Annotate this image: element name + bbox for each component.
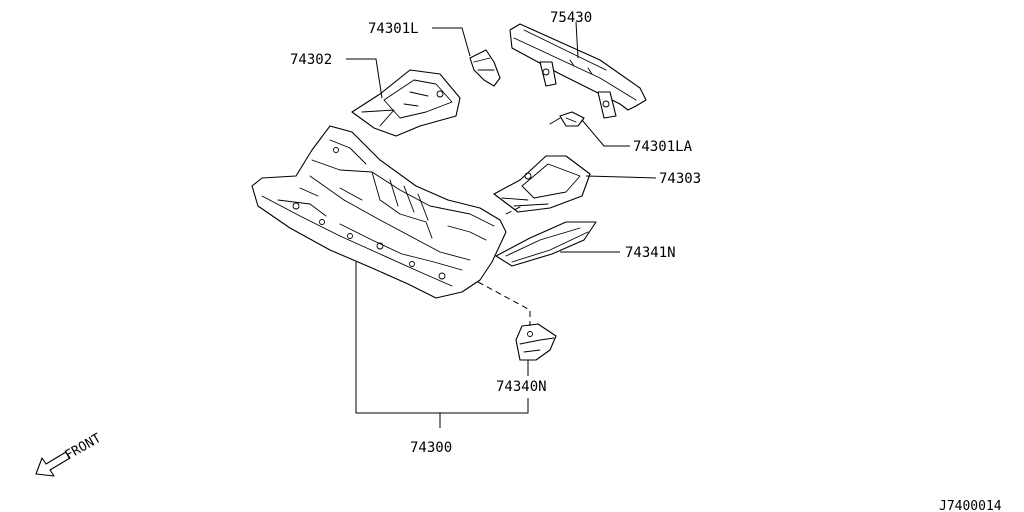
- label-74301L: 74301L: [368, 21, 419, 37]
- part-74303-floor-panel[interactable]: [493, 155, 591, 213]
- label-74341N: 74341N: [625, 245, 676, 261]
- reference-code: J7400014: [939, 499, 1002, 512]
- part-74300-main-floor-panel[interactable]: [251, 125, 507, 299]
- label-74340N: 74340N: [496, 379, 547, 395]
- label-74303: 74303: [659, 171, 701, 187]
- part-75430-cross-member[interactable]: [509, 23, 647, 119]
- label-74300: 74300: [410, 440, 452, 456]
- part-74301LA-bracket[interactable]: [549, 111, 585, 127]
- front-arrow-icon: [35, 451, 71, 477]
- leader-lines: [346, 21, 657, 428]
- label-74302: 74302: [290, 52, 332, 68]
- part-74340N-bracket[interactable]: [515, 323, 557, 361]
- part-74301L-bracket[interactable]: [469, 49, 501, 87]
- front-label: FRONT: [63, 431, 105, 464]
- label-74301LA: 74301LA: [633, 139, 693, 155]
- part-74302-floor-panel[interactable]: [351, 69, 461, 137]
- part-74341N-side-member[interactable]: [495, 221, 597, 267]
- label-75430: 75430: [550, 10, 592, 26]
- front-direction-indicator: FRONT: [35, 431, 105, 477]
